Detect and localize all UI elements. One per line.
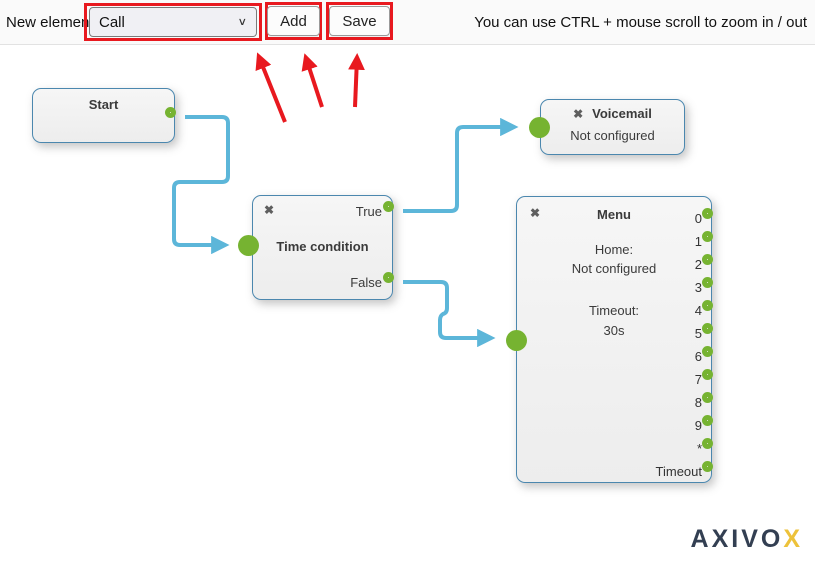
annotation-box-save: Save [326,2,393,40]
axivox-logo: AXIVOX [691,525,803,554]
false-output-label: False [350,275,382,290]
true-output-label: True [355,204,382,219]
endpoint-menu-8[interactable] [702,392,713,403]
annotation-box-add: Add [265,2,322,40]
voicemail-status: Not configured [570,128,655,143]
menu-output-label-1: 1 [694,234,702,249]
time-condition-title: Time condition [276,239,369,254]
annotation-arrow-add [301,53,324,108]
endpoint-menu-6[interactable] [702,346,713,357]
endpoint-menu-1[interactable] [702,231,713,242]
menu-output-label-9: 9 [694,418,702,433]
endpoint-menu-input[interactable] [506,330,527,351]
endpoint-time-condition-input[interactable] [238,235,259,256]
endpoint-start-output[interactable] [165,107,176,118]
save-button[interactable]: Save [329,6,390,36]
endpoint-true-output[interactable] [383,201,394,212]
connector-true-to-voicemail [403,117,519,213]
start-node-title: Start [88,97,119,112]
add-button[interactable]: Add [267,6,320,36]
annotation-arrow-select [255,52,287,123]
menu-home-label: Home: [594,242,634,257]
new-element-select[interactable]: Call ∨ [89,7,257,37]
zoom-hint-text: You can use CTRL + mouse scroll to zoom … [474,14,807,31]
menu-node-title: Menu [597,207,631,222]
time-condition-node[interactable]: ✖ True Time condition False [252,195,393,300]
menu-node[interactable]: ✖ Menu Home: Not configured Timeout: 30s [516,196,712,483]
new-element-label: New element [6,14,94,31]
close-icon[interactable]: ✖ [530,206,541,220]
selected-element-value: Call [99,13,125,31]
menu-output-label-6: 6 [694,349,702,364]
menu-output-label-star: * [696,441,702,456]
annotation-box-select: Call ∨ [84,3,262,41]
menu-output-label-timeout: Timeout [655,464,702,479]
endpoint-menu-5[interactable] [702,323,713,334]
annotation-arrow-save [348,52,365,108]
endpoint-menu-star[interactable] [702,438,713,449]
endpoint-menu-2[interactable] [702,254,713,265]
endpoint-menu-4[interactable] [702,300,713,311]
chevron-down-icon: ∨ [237,15,247,28]
menu-output-label-2: 2 [694,257,702,272]
endpoint-menu-7[interactable] [702,369,713,380]
axivox-logo-main: AXIVO [690,525,784,553]
endpoint-menu-3[interactable] [702,277,713,288]
menu-timeout-label: Timeout: [588,303,640,318]
voicemail-node-title: Voicemail [592,106,652,121]
menu-timeout-value: 30s [603,323,625,338]
endpoint-menu-9[interactable] [702,415,713,426]
menu-output-label-7: 7 [694,372,702,387]
close-icon[interactable]: ✖ [264,203,275,217]
connector-start-to-timecondition [172,115,230,255]
menu-output-label-3: 3 [694,280,702,295]
menu-output-label-8: 8 [694,395,702,410]
endpoint-false-output[interactable] [383,272,394,283]
connector-false-to-menu [403,280,496,348]
endpoint-menu-0[interactable] [702,208,713,219]
menu-output-label-5: 5 [694,326,702,341]
start-node[interactable]: Start [32,88,175,143]
menu-home-value: Not configured [571,261,657,276]
axivox-logo-accent: X [783,525,803,553]
endpoint-menu-timeout[interactable] [702,461,713,472]
voicemail-node[interactable]: ✖ Voicemail Not configured [540,99,685,155]
close-icon[interactable]: ✖ [573,106,584,121]
menu-output-label-4: 4 [694,303,702,318]
menu-output-label-0: 0 [694,211,702,226]
endpoint-voicemail-input[interactable] [529,117,550,138]
